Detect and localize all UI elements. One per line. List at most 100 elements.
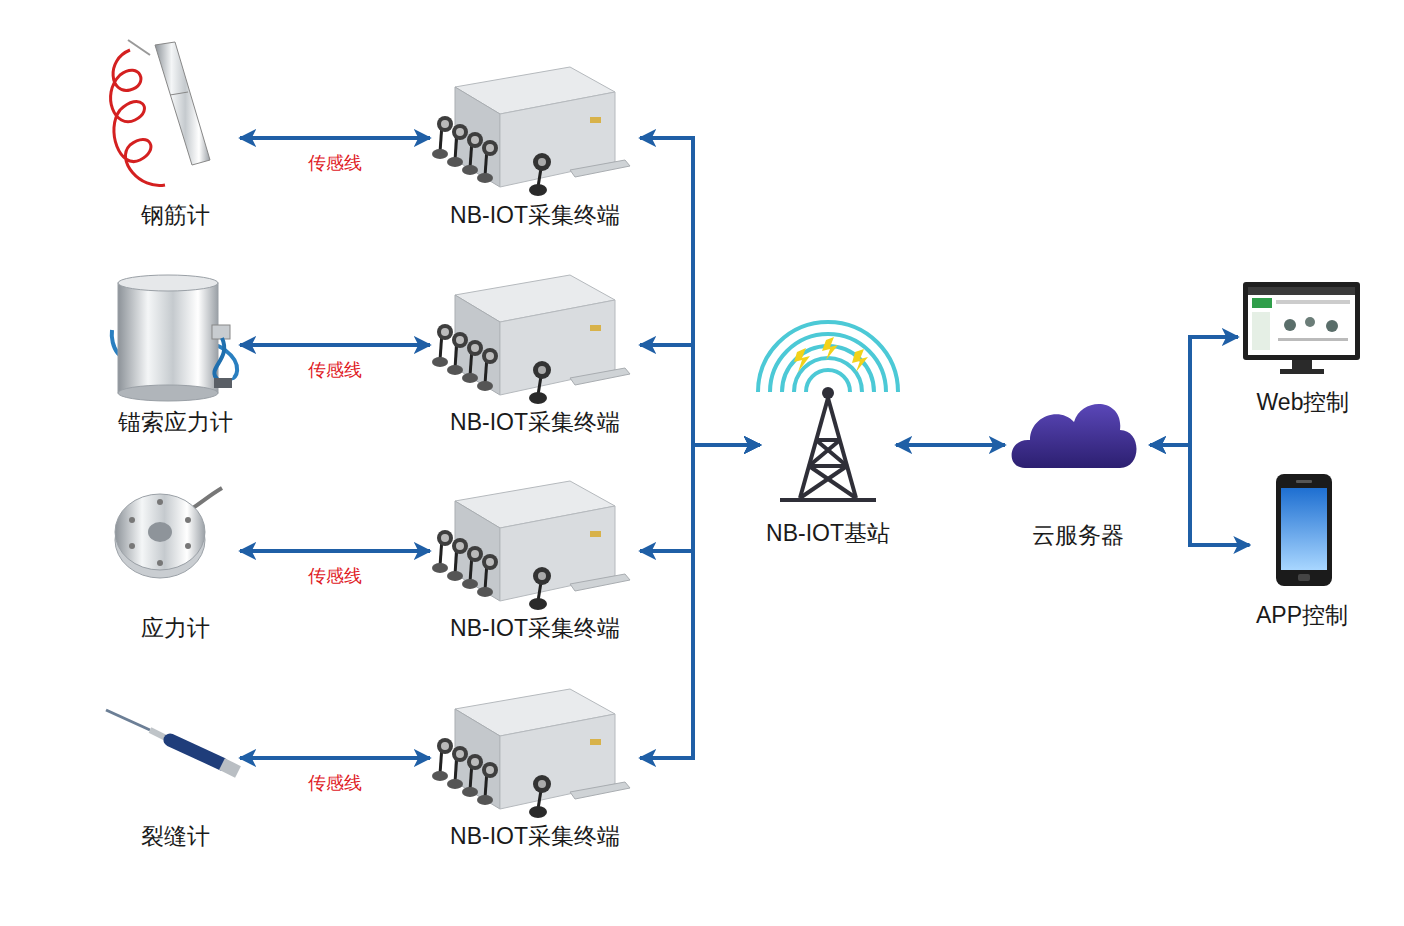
art-shape	[1252, 298, 1272, 308]
sensor-node: 裂缝计	[110, 651, 240, 851]
art-shape	[222, 764, 238, 772]
node-label: 云服务器	[1032, 522, 1124, 548]
monitor-picture	[1243, 282, 1360, 374]
connector-label: 传感线	[306, 565, 364, 587]
connector-arrow	[240, 549, 430, 553]
art-shape	[758, 322, 898, 392]
art-shape	[1252, 312, 1270, 350]
art-shape	[129, 517, 135, 523]
art-shape	[782, 346, 874, 392]
art-shape	[148, 522, 172, 542]
art-shape	[170, 92, 188, 95]
art-shape	[111, 50, 165, 186]
art-shape	[770, 334, 886, 392]
art-shape	[432, 275, 630, 404]
art-shape	[1305, 317, 1315, 327]
art-shape	[1298, 574, 1310, 581]
art-shape	[1243, 282, 1360, 360]
art-shape	[115, 494, 205, 570]
connector-arrow	[1150, 445, 1250, 545]
connector-arrow	[896, 443, 1005, 447]
connector-arrow	[640, 138, 760, 445]
terminal-node: NB-IOT采集终端	[430, 651, 640, 851]
art-shape	[128, 40, 150, 55]
art-shape	[432, 689, 630, 818]
art-shape	[1278, 338, 1348, 341]
connector-arrow	[240, 343, 430, 347]
connector-arrow	[240, 136, 430, 140]
node-label: NB-IOT采集终端	[450, 615, 620, 641]
phone-picture	[1276, 474, 1332, 586]
art-shape	[758, 322, 898, 392]
art-shape	[185, 543, 191, 549]
rebar-gauge-picture	[111, 40, 210, 186]
art-shape	[1248, 287, 1355, 295]
art-shape	[157, 499, 163, 505]
sensor-node: 钢筋计	[110, 30, 240, 230]
art-shape	[190, 488, 222, 510]
art-shape	[1276, 474, 1332, 586]
art-shape	[1276, 300, 1350, 304]
node-label: 锚索应力计	[118, 409, 233, 435]
art-shape	[118, 283, 218, 393]
node-label: NB-IOT采集终端	[450, 409, 620, 435]
node-label: NB-IOT采集终端	[450, 202, 620, 228]
terminal-node: NB-IOT采集终端	[430, 30, 640, 230]
art-shape	[106, 710, 150, 730]
node-label: 钢筋计	[141, 202, 210, 228]
node-label: Web控制	[1257, 389, 1350, 415]
node-label: 应力计	[141, 615, 210, 641]
art-shape	[809, 464, 847, 468]
connector-arrow	[640, 345, 760, 445]
terminal-node: NB-IOT采集终端	[430, 443, 640, 643]
art-shape	[432, 67, 630, 196]
art-shape	[1012, 404, 1137, 468]
art-shape	[1326, 320, 1338, 332]
art-shape	[1280, 369, 1324, 374]
art-shape	[155, 42, 210, 165]
art-shape	[214, 338, 224, 380]
art-shape	[118, 385, 218, 401]
art-shape	[129, 543, 135, 549]
art-shape	[1248, 287, 1355, 355]
art-shape	[1281, 488, 1327, 570]
connector-arrow	[240, 756, 430, 760]
art-shape	[816, 440, 847, 466]
base-station-picture	[758, 322, 898, 500]
art-shape	[809, 440, 840, 466]
anchor-load-cell-picture	[112, 275, 237, 401]
art-shape	[822, 337, 838, 360]
base-station-node: NB-IOT基站	[760, 318, 896, 548]
art-shape	[809, 466, 856, 498]
connector-label: 传感线	[306, 359, 364, 381]
cloud-picture	[1012, 404, 1137, 468]
connector-arrow	[640, 445, 760, 758]
art-shape	[118, 275, 218, 291]
terminal-picture	[432, 67, 630, 818]
node-label: NB-IOT基站	[766, 520, 890, 546]
sensor-node: 锚索应力计	[110, 237, 240, 437]
connector-arrow	[640, 445, 760, 551]
crack-meter-picture	[106, 710, 238, 772]
node-label: 裂缝计	[141, 823, 210, 849]
art-shape	[185, 517, 191, 523]
connector-arrow	[1150, 337, 1238, 445]
node-label: APP控制	[1256, 602, 1348, 628]
art-shape	[780, 498, 876, 502]
art-shape	[800, 466, 847, 498]
art-shape	[852, 349, 868, 372]
web-client-node: Web控制	[1238, 275, 1368, 417]
node-label: NB-IOT采集终端	[450, 823, 620, 849]
art-shape	[1292, 360, 1312, 370]
art-shape	[212, 325, 230, 339]
art-shape	[1284, 319, 1296, 331]
load-cell-picture	[115, 488, 222, 578]
art-shape	[432, 481, 630, 610]
connector-label: 传感线	[306, 152, 364, 174]
art-shape	[214, 378, 232, 388]
sensor-node: 应力计	[110, 443, 240, 643]
art-shape	[780, 398, 876, 500]
